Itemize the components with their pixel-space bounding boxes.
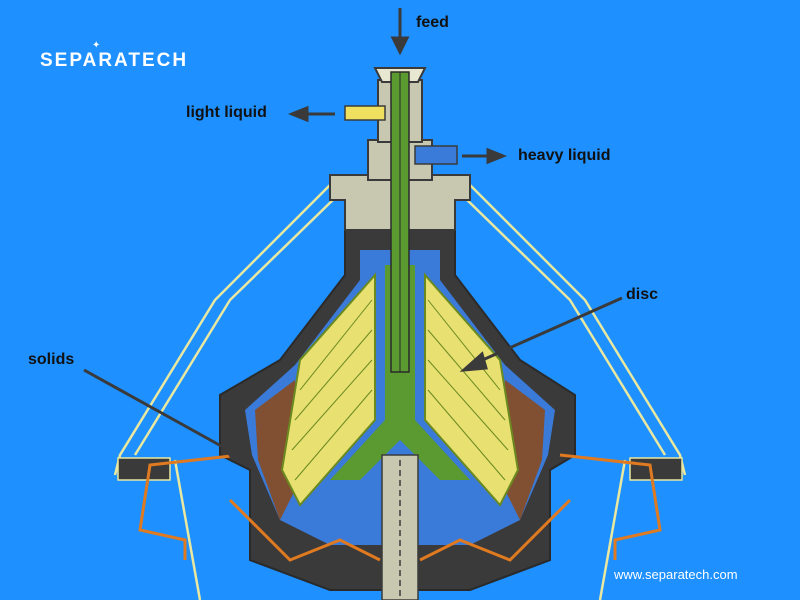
disc-stack-right	[424, 272, 520, 507]
arrows	[83, 8, 623, 460]
label-heavy-liquid: heavy liquid	[518, 147, 611, 164]
spindle	[381, 454, 419, 600]
heavy-liquid-outlet	[414, 145, 458, 165]
label-solids: solids	[28, 351, 75, 368]
light-liquid-outlet	[344, 105, 386, 121]
website-url: www.separatech.com	[614, 567, 738, 582]
brand-logo: SEPARATECH	[40, 50, 189, 71]
label-disc: disc	[626, 286, 659, 303]
label-feed: feed	[416, 14, 449, 31]
disc-stack-left	[280, 272, 376, 507]
disc-lines	[291, 299, 509, 481]
label-light-liquid: light liquid	[186, 104, 267, 121]
solids-channels	[138, 453, 662, 562]
logo-star-icon: ✦	[92, 40, 101, 51]
